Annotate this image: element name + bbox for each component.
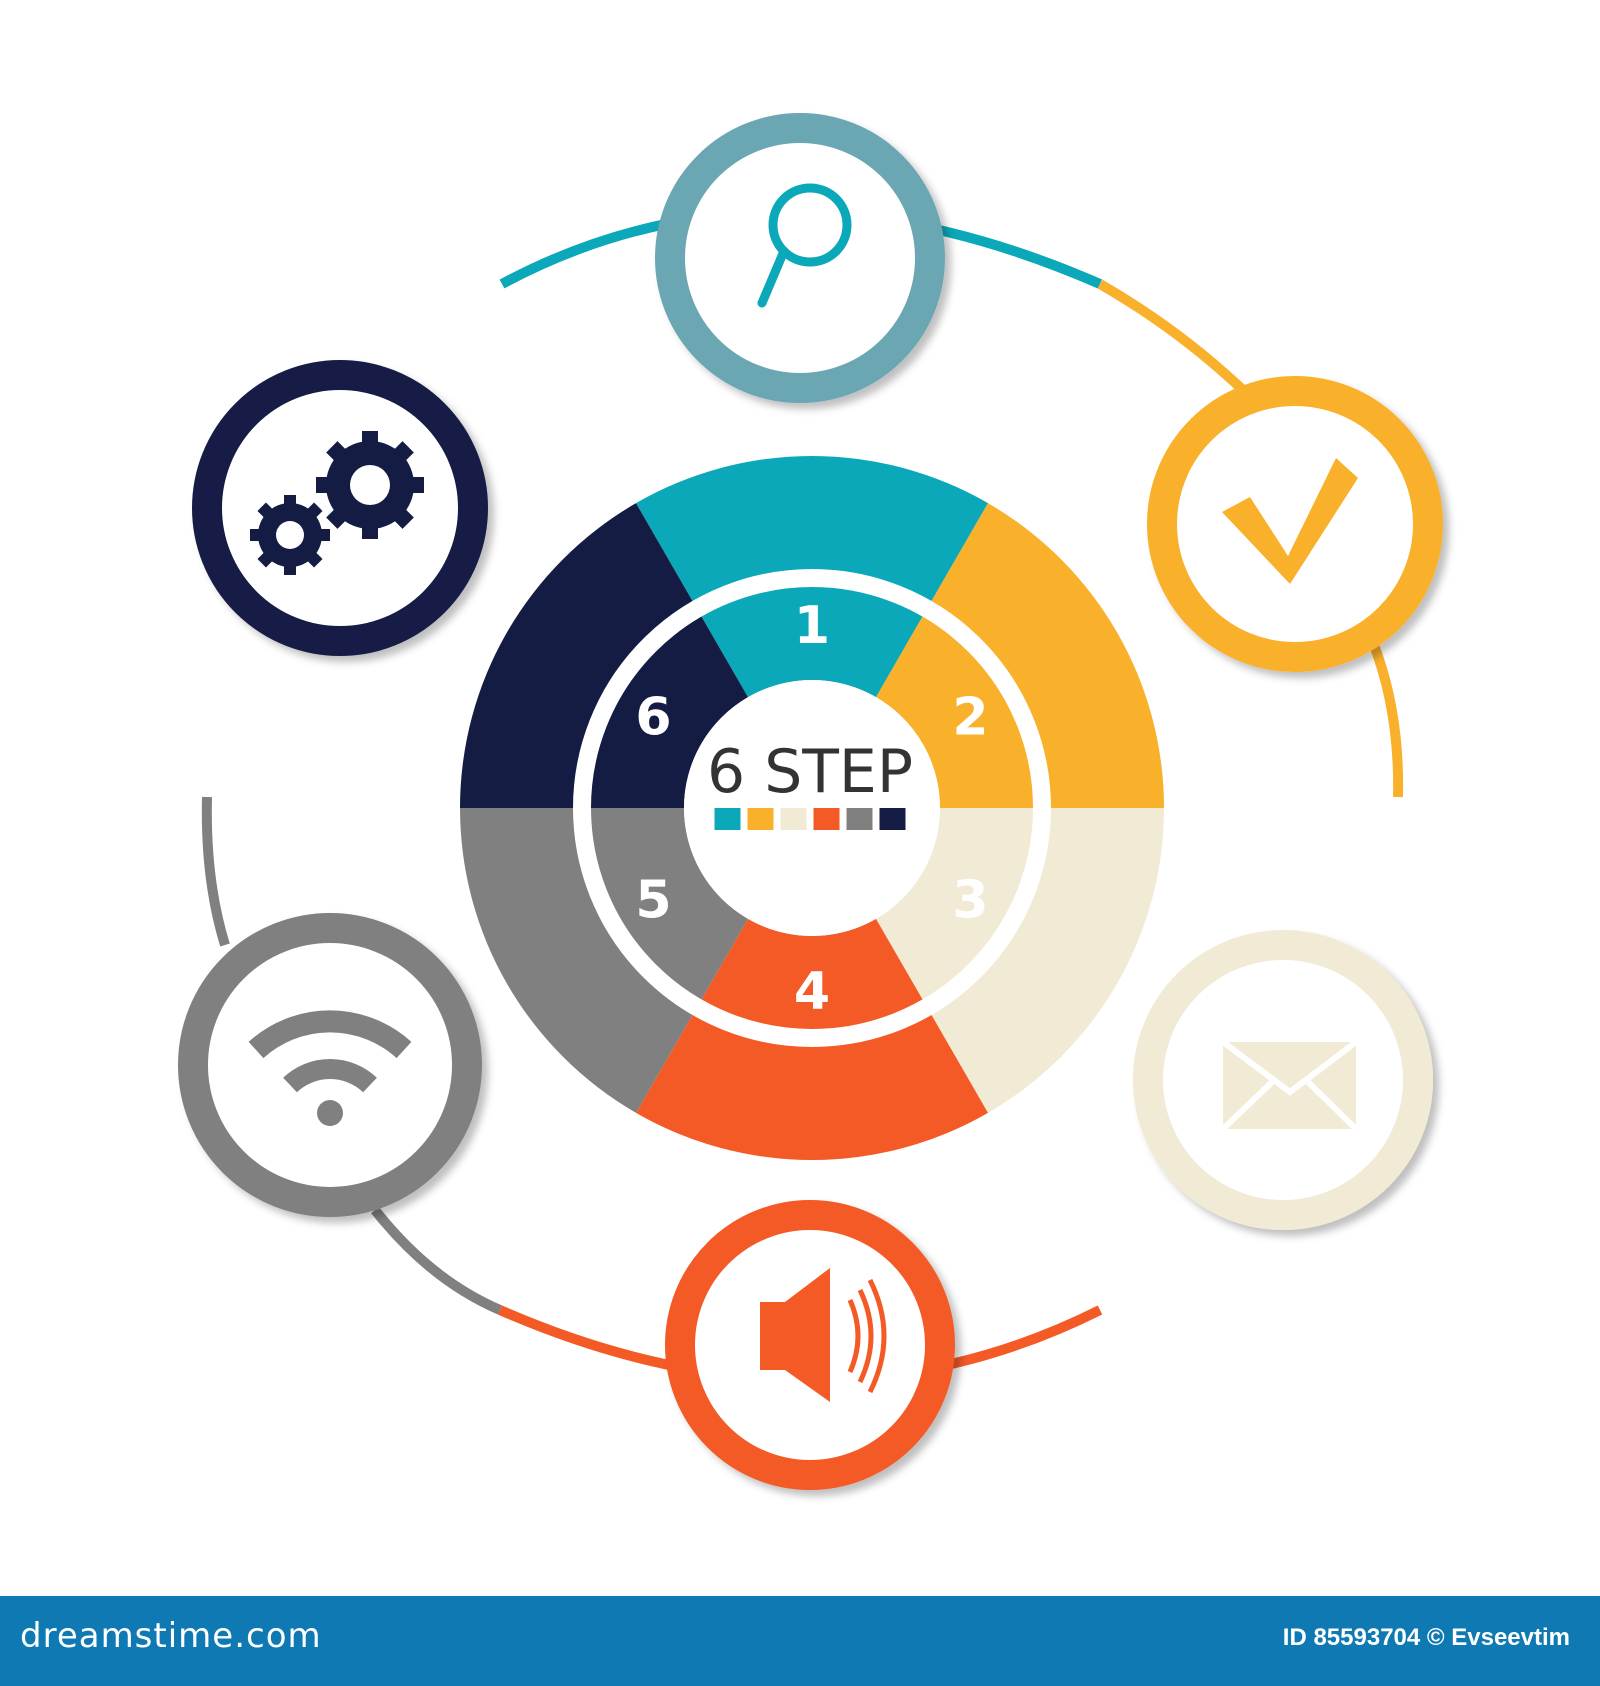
swatch-6	[879, 808, 906, 830]
outer-segment-1	[636, 455, 988, 602]
step-donut: 1 2 3 4 5 6	[460, 455, 1164, 1160]
outer-segment-2	[931, 503, 1164, 808]
inner-segment-4	[701, 918, 923, 1030]
outer-segment-3	[931, 808, 1164, 1113]
swatch-3	[780, 808, 807, 830]
step-number-1: 1	[794, 596, 830, 656]
color-swatches	[714, 808, 906, 830]
outer-segment-6	[460, 503, 693, 808]
arc-step-2	[1097, 279, 1249, 396]
footer-bar: dreamstime.com ID 85593704 © Evseevtim	[0, 1596, 1600, 1686]
step-number-5: 5	[635, 871, 671, 931]
inner-segment-3	[876, 808, 1034, 1001]
inner-segment-5	[590, 808, 748, 1001]
wifi-icon	[248, 1010, 412, 1126]
step-number-4: 4	[794, 962, 830, 1022]
checkmark-icon	[1222, 458, 1358, 584]
six-step-diagram: 1 2 3 4 5 6	[178, 113, 1443, 1490]
outer-segment-4	[636, 1014, 988, 1160]
step-number-2: 2	[952, 688, 988, 748]
swatch-2	[747, 808, 774, 830]
swatch-1	[714, 808, 741, 830]
swatch-5	[846, 808, 873, 830]
inner-segment-1	[701, 586, 923, 698]
footer-brand[interactable]: dreamstime.com	[20, 1616, 322, 1656]
inner-segment-2	[876, 615, 1034, 808]
separator-ring	[573, 569, 1051, 1047]
magnifier-icon	[757, 183, 852, 308]
swatch-4	[813, 808, 840, 830]
inner-segment-6	[590, 615, 748, 808]
envelope-icon	[1220, 1039, 1359, 1132]
step-number-3: 3	[952, 871, 988, 931]
center-hole	[684, 680, 940, 936]
center-title: 6 STEP	[707, 737, 913, 807]
arc-step-5	[201, 796, 230, 947]
footer-image-id: ID 85593704 © Evseevtim	[1282, 1624, 1570, 1651]
gears-icon	[250, 431, 424, 575]
outer-segment-5	[460, 808, 693, 1113]
speaker-icon	[760, 1268, 887, 1402]
icon-circle-2	[1147, 376, 1443, 672]
arc-step-5b	[371, 1206, 502, 1315]
step-number-6: 6	[635, 688, 671, 748]
arc-step-2b	[1367, 638, 1404, 798]
